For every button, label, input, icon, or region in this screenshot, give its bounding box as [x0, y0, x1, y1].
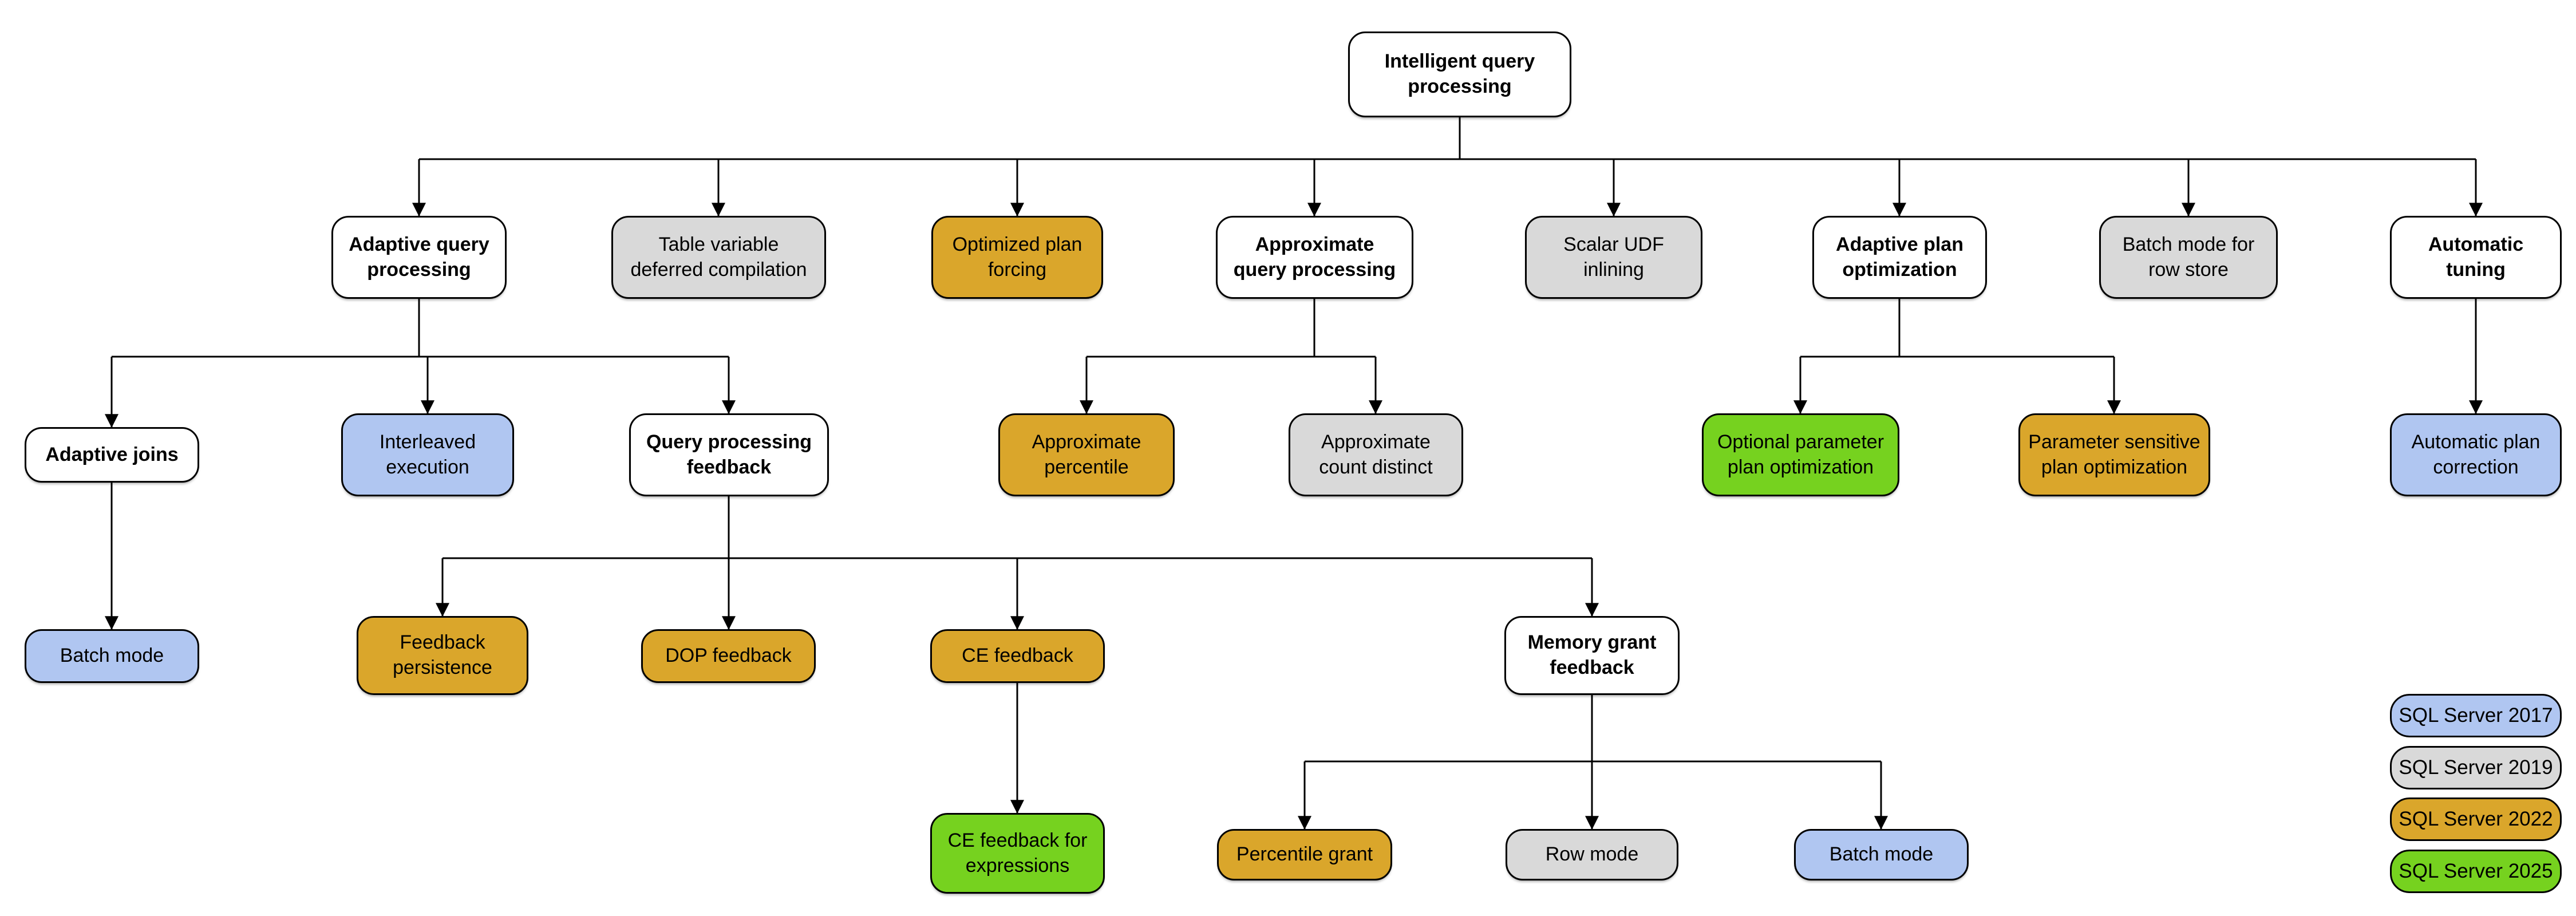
node-optional-parameter-plan-optimization: Optional parameter plan optimization — [1702, 413, 1899, 496]
legend-label: SQL Server 2017 — [2399, 704, 2553, 727]
node-label: Optimized plan forcing — [952, 233, 1082, 281]
node-label: Feedback persistence — [393, 631, 492, 678]
node-label: Automatic plan correction — [2411, 431, 2541, 478]
node-automatic-tuning: Automatic tuning — [2390, 216, 2562, 299]
node-label: Approximate query processing — [1233, 233, 1396, 281]
legend-item-sql-server-2022: SQL Server 2022 — [2390, 797, 2562, 841]
node-label: Batch mode — [60, 645, 164, 667]
node-label: Table variable deferred compilation — [630, 233, 807, 281]
node-label: Scalar UDF inlining — [1563, 233, 1664, 281]
node-batch-mode-memory-grant: Batch mode — [1794, 829, 1969, 881]
node-label: Row mode — [1545, 843, 1639, 866]
node-feedback-persistence: Feedback persistence — [357, 616, 528, 695]
node-label: Batch mode for row store — [2122, 233, 2255, 281]
node-dop-feedback: DOP feedback — [641, 629, 816, 683]
legend-label: SQL Server 2019 — [2399, 756, 2553, 779]
node-label: Adaptive joins — [45, 443, 179, 465]
node-approximate-count-distinct: Approximate count distinct — [1289, 413, 1463, 496]
legend-label: SQL Server 2022 — [2399, 808, 2553, 830]
node-label: Batch mode — [1829, 843, 1934, 866]
legend-item-sql-server-2017: SQL Server 2017 — [2390, 694, 2562, 737]
node-label: CE feedback for expressions — [947, 829, 1088, 876]
node-label: Approximate count distinct — [1319, 431, 1433, 478]
node-label: Automatic tuning — [2428, 233, 2524, 281]
node-label: Adaptive plan optimization — [1836, 233, 1963, 281]
node-label: Adaptive query processing — [349, 233, 489, 281]
node-scalar-udf-inlining: Scalar UDF inlining — [1525, 216, 1702, 299]
node-adaptive-plan-optimization: Adaptive plan optimization — [1812, 216, 1987, 299]
node-interleaved-execution: Interleaved execution — [341, 413, 514, 496]
node-parameter-sensitive-plan-optimization: Parameter sensitive plan optimization — [2018, 413, 2210, 496]
node-query-processing-feedback: Query processing feedback — [629, 413, 829, 496]
node-label: DOP feedback — [665, 645, 792, 667]
node-batch-mode-for-row-store: Batch mode for row store — [2099, 216, 2278, 299]
node-label: Optional parameter plan optimization — [1717, 431, 1884, 478]
legend-label: SQL Server 2025 — [2399, 860, 2553, 882]
node-label: CE feedback — [962, 645, 1073, 667]
node-label: Interleaved execution — [379, 431, 476, 478]
node-batch-mode-adaptive-joins: Batch mode — [25, 629, 199, 683]
node-percentile-grant: Percentile grant — [1217, 829, 1392, 881]
node-row-mode: Row mode — [1506, 829, 1678, 881]
node-approximate-percentile: Approximate percentile — [998, 413, 1175, 496]
node-ce-feedback-for-expressions: CE feedback for expressions — [930, 813, 1105, 894]
node-label: Parameter sensitive plan optimization — [2028, 431, 2200, 478]
legend-item-sql-server-2019: SQL Server 2019 — [2390, 746, 2562, 789]
node-label: Memory grant feedback — [1527, 631, 1657, 678]
node-approximate-query-processing: Approximate query processing — [1216, 216, 1413, 299]
node-memory-grant-feedback: Memory grant feedback — [1504, 616, 1680, 695]
node-automatic-plan-correction: Automatic plan correction — [2390, 413, 2562, 496]
node-intelligent-query-processing: Intelligent query processing — [1348, 31, 1571, 117]
node-ce-feedback: CE feedback — [930, 629, 1105, 683]
node-adaptive-joins: Adaptive joins — [25, 427, 199, 483]
node-adaptive-query-processing: Adaptive query processing — [331, 216, 507, 299]
node-label: Query processing feedback — [646, 431, 812, 478]
legend-item-sql-server-2025: SQL Server 2025 — [2390, 850, 2562, 893]
node-label: Approximate percentile — [1032, 431, 1141, 478]
node-label: Intelligent query processing — [1384, 50, 1535, 97]
node-table-variable-deferred-compilation: Table variable deferred compilation — [611, 216, 826, 299]
node-label: Percentile grant — [1236, 843, 1373, 866]
node-optimized-plan-forcing: Optimized plan forcing — [931, 216, 1103, 299]
